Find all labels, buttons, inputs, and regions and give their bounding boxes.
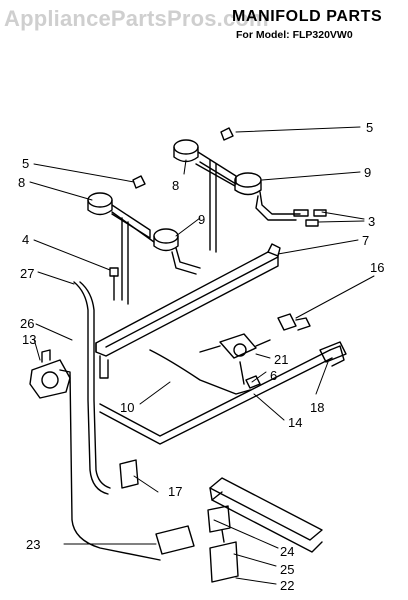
manifold-pipe-lower — [99, 345, 345, 445]
manifold-bracket — [95, 243, 281, 379]
lower-burner-tube — [209, 477, 323, 553]
lower-valve — [155, 505, 239, 583]
callout-25: 25 — [280, 562, 294, 577]
valve-assembly — [199, 333, 271, 389]
callout-10: 10 — [120, 400, 134, 415]
clip-left — [132, 175, 146, 189]
callout-8-left: 8 — [18, 175, 25, 190]
callout-6: 6 — [270, 368, 277, 383]
callout-23: 23 — [26, 537, 40, 552]
callout-18: 18 — [310, 400, 324, 415]
callout-5-left: 5 — [22, 156, 29, 171]
burner-right — [111, 211, 201, 275]
orifice-pair — [293, 209, 327, 227]
burner-top-left — [173, 139, 237, 253]
burner-left — [87, 192, 151, 305]
callout-17: 17 — [168, 484, 182, 499]
callout-26: 26 — [20, 316, 34, 331]
callout-22: 22 — [280, 578, 294, 593]
callout-9-center: 9 — [198, 212, 205, 227]
callout-4: 4 — [22, 232, 29, 247]
model-subtitle: For Model: FLP320VW0 — [236, 29, 353, 41]
burner-top-right — [195, 163, 301, 221]
callout-16: 16 — [370, 260, 384, 275]
callout-8-center: 8 — [172, 178, 179, 193]
watermark: AppliancePartsPros.com — [4, 6, 269, 31]
screw — [109, 267, 119, 301]
regulator — [29, 349, 71, 399]
callout-24: 24 — [280, 544, 294, 559]
plate-17 — [119, 459, 139, 489]
gas-tube-26 — [59, 369, 161, 561]
tube-10 — [149, 349, 251, 395]
bracket-18 — [319, 341, 347, 363]
callout-13: 13 — [22, 332, 36, 347]
ignitor — [277, 313, 311, 331]
callout-27: 27 — [20, 266, 34, 281]
callout-3: 3 — [368, 214, 375, 229]
leader-lines — [29, 126, 375, 585]
callout-9-right: 9 — [364, 165, 371, 180]
callout-5-top: 5 — [366, 120, 373, 135]
clip-top — [220, 127, 234, 141]
callout-7: 7 — [362, 233, 369, 248]
diagram-title: MANIFOLD PARTS — [232, 8, 383, 25]
callout-14: 14 — [288, 415, 302, 430]
gas-tube-27 — [73, 281, 111, 495]
callout-labels: 5 5 8 8 9 9 3 4 7 27 16 26 13 21 6 10 18… — [18, 120, 384, 593]
callout-21: 21 — [274, 352, 288, 367]
